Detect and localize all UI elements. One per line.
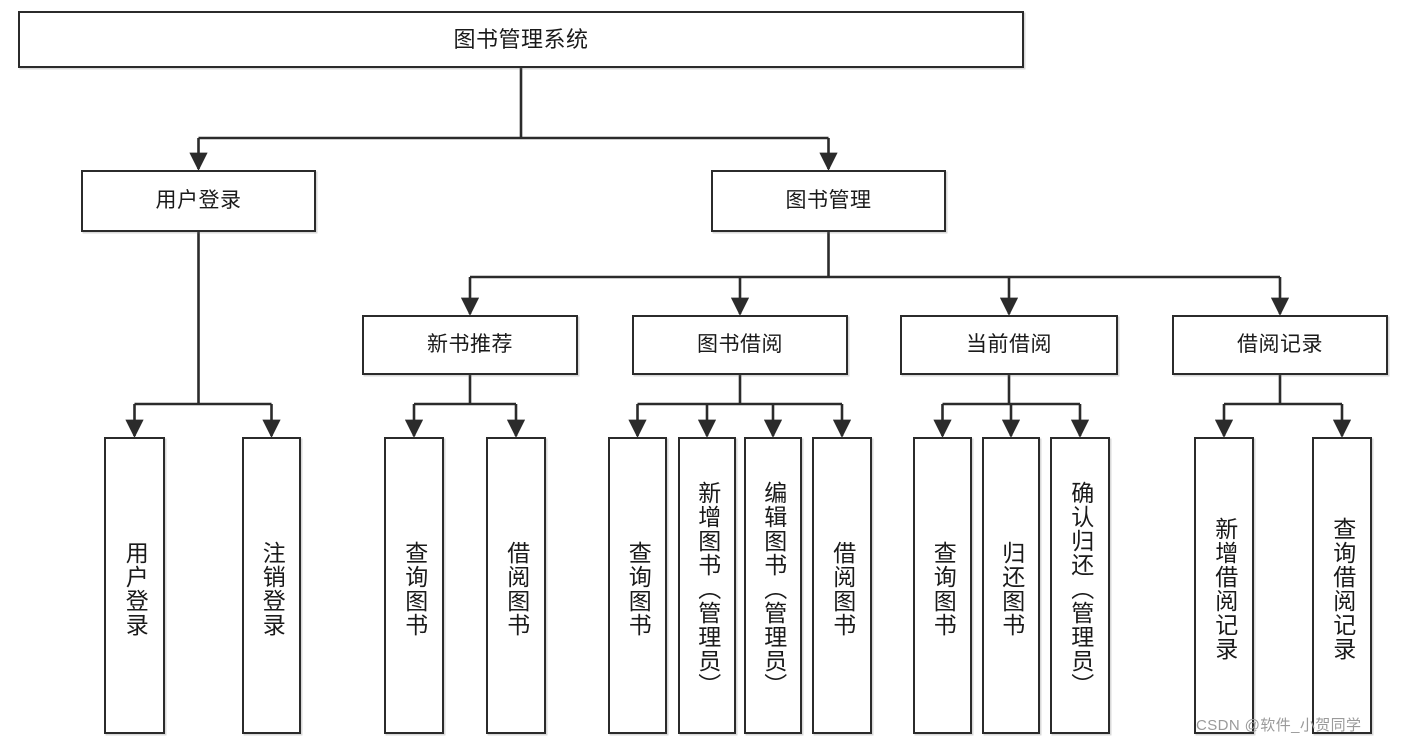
node-leaf-query-book-3-label: 查询图书: [930, 540, 957, 637]
node-leaf-borrow-book-2[interactable]: 借阅图书: [812, 437, 872, 734]
node-leaf-edit-book-label: 编辑图书（管理员）: [760, 480, 787, 697]
node-leaf-add-book[interactable]: 新增图书（管理员）: [678, 437, 736, 734]
node-leaf-borrow-book-1-label: 借阅图书: [503, 540, 530, 637]
node-leaf-query-book-3[interactable]: 查询图书: [913, 437, 972, 734]
node-leaf-edit-book[interactable]: 编辑图书（管理员）: [744, 437, 802, 734]
node-leaf-add-book-label: 新增图书（管理员）: [694, 480, 721, 697]
node-leaf-return-book[interactable]: 归还图书: [982, 437, 1040, 734]
node-leaf-logout-label: 注销登录: [259, 540, 286, 637]
node-leaf-add-record-label: 新增借阅记录: [1211, 516, 1238, 661]
node-leaf-logout[interactable]: 注销登录: [242, 437, 301, 734]
node-leaf-user-login[interactable]: 用户登录: [104, 437, 165, 734]
node-leaf-query-record[interactable]: 查询借阅记录: [1312, 437, 1372, 734]
node-current-borrow-label: 当前借阅: [966, 332, 1052, 356]
node-leaf-confirm-return[interactable]: 确认归还（管理员）: [1050, 437, 1110, 734]
node-root-label: 图书管理系统: [453, 26, 589, 52]
csdn-watermark: CSDN @软件_小贺同学: [1196, 717, 1362, 734]
node-borrow-record-label: 借阅记录: [1237, 332, 1323, 356]
node-leaf-add-record[interactable]: 新增借阅记录: [1194, 437, 1254, 734]
node-leaf-query-book-2[interactable]: 查询图书: [608, 437, 667, 734]
node-user-login[interactable]: 用户登录: [81, 170, 316, 232]
node-book-borrow[interactable]: 图书借阅: [632, 315, 848, 375]
node-leaf-query-book-1-label: 查询图书: [401, 540, 428, 637]
node-leaf-query-book-1[interactable]: 查询图书: [384, 437, 444, 734]
node-book-borrow-label: 图书借阅: [697, 332, 783, 356]
node-root[interactable]: 图书管理系统: [18, 11, 1024, 68]
node-leaf-borrow-book-1[interactable]: 借阅图书: [486, 437, 546, 734]
node-leaf-query-book-2-label: 查询图书: [625, 540, 652, 637]
node-borrow-record[interactable]: 借阅记录: [1172, 315, 1388, 375]
node-current-borrow[interactable]: 当前借阅: [900, 315, 1118, 375]
node-leaf-user-login-label: 用户登录: [122, 540, 149, 637]
node-new-book-rec-label: 新书推荐: [427, 332, 513, 356]
node-book-manage[interactable]: 图书管理: [711, 170, 946, 232]
node-user-login-label: 用户登录: [155, 188, 242, 212]
node-new-book-rec[interactable]: 新书推荐: [362, 315, 578, 375]
node-leaf-query-record-label: 查询借阅记录: [1329, 516, 1356, 661]
node-leaf-borrow-book-2-label: 借阅图书: [829, 540, 856, 637]
node-leaf-confirm-return-label: 确认归还（管理员）: [1067, 480, 1094, 697]
node-leaf-return-book-label: 归还图书: [998, 540, 1025, 637]
node-book-manage-label: 图书管理: [785, 188, 872, 212]
